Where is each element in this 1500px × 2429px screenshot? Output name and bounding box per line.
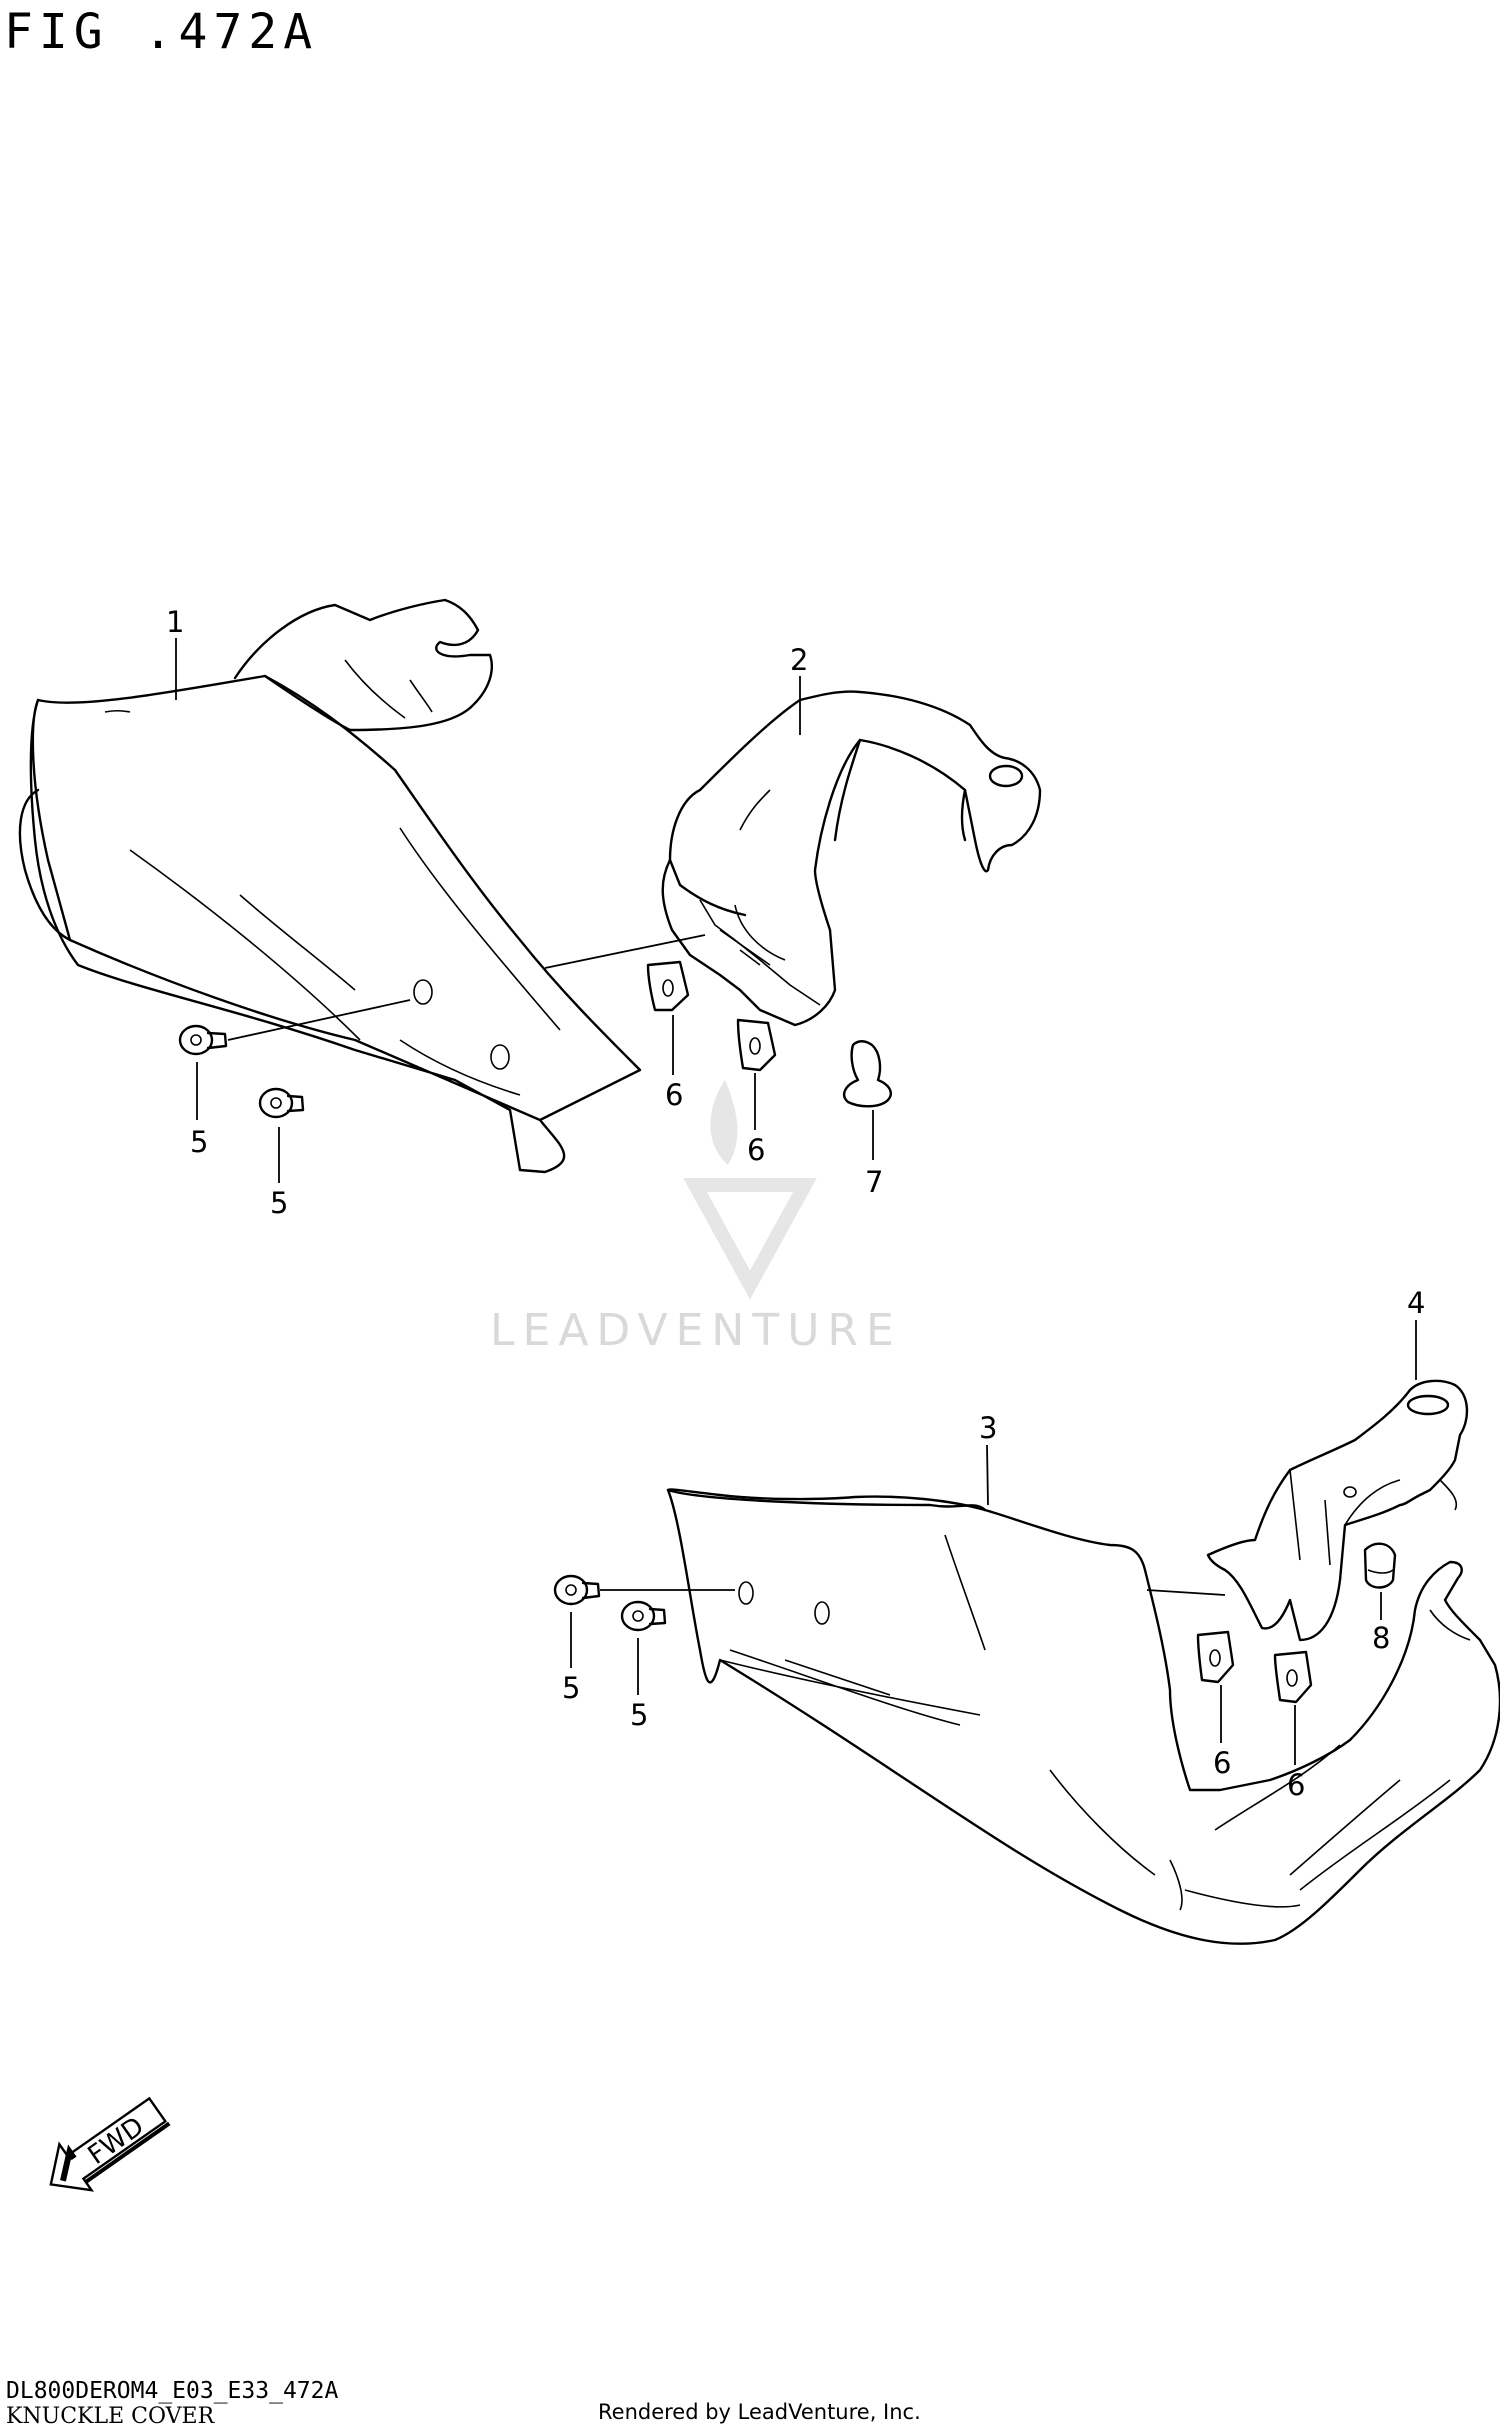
figure-title: FIG .472A [4,4,319,60]
screw-5-left-a-leader [227,999,411,1041]
callout-7[interactable]: 7 [865,1165,883,1199]
part-4-leader [1146,1589,1226,1596]
callout-6a[interactable]: 6 [665,1078,683,1112]
clip-6-right-b [1273,1650,1313,1704]
callout-6d[interactable]: 6 [1287,1768,1305,1802]
clip-6-right-a [1196,1630,1235,1684]
part-8-nut [1363,1542,1397,1589]
callout-2[interactable]: 2 [790,643,808,677]
rendered-by: Rendered by LeadVenture, Inc. [598,2400,921,2424]
part-3-knuckle-cover-right [666,1488,1500,1945]
callout-5c[interactable]: 5 [562,1671,580,1705]
part-4-bracket-right [1206,1379,1469,1642]
clip-6-left-b [736,1018,777,1072]
callout-1[interactable]: 1 [166,605,184,639]
callout-6c[interactable]: 6 [1213,1746,1231,1780]
callout-5d[interactable]: 5 [630,1698,648,1732]
screw-5-left-a [178,1024,228,1056]
watermark-text: LEADVENTURE [490,1305,902,1356]
clip-6-left-a [646,960,690,1012]
callout-5b[interactable]: 5 [270,1186,288,1220]
screw-5-left-b [258,1087,305,1119]
callout-3-leader [986,1444,989,1506]
watermark-logo: LEADVENTURE [490,1080,902,1356]
screw-5-right-b [620,1600,667,1632]
fwd-arrow: FWD [49,2096,171,2192]
part-1-knuckle-cover-left [18,598,642,1174]
callout-5a[interactable]: 5 [190,1125,208,1159]
callout-6b[interactable]: 6 [747,1133,765,1167]
section-name: KNUCKLE COVER [6,2404,215,2429]
screw-5-right-a [553,1574,601,1606]
part-7-grommet [843,1040,892,1108]
part-2-bracket-left [661,690,1042,1027]
diagram-code: DL800DEROM4_E03_E33_472A [6,2378,339,2404]
callout-3[interactable]: 3 [979,1411,997,1445]
part-2-leader [544,934,706,969]
callout-8[interactable]: 8 [1372,1621,1390,1655]
callout-4[interactable]: 4 [1407,1286,1425,1320]
